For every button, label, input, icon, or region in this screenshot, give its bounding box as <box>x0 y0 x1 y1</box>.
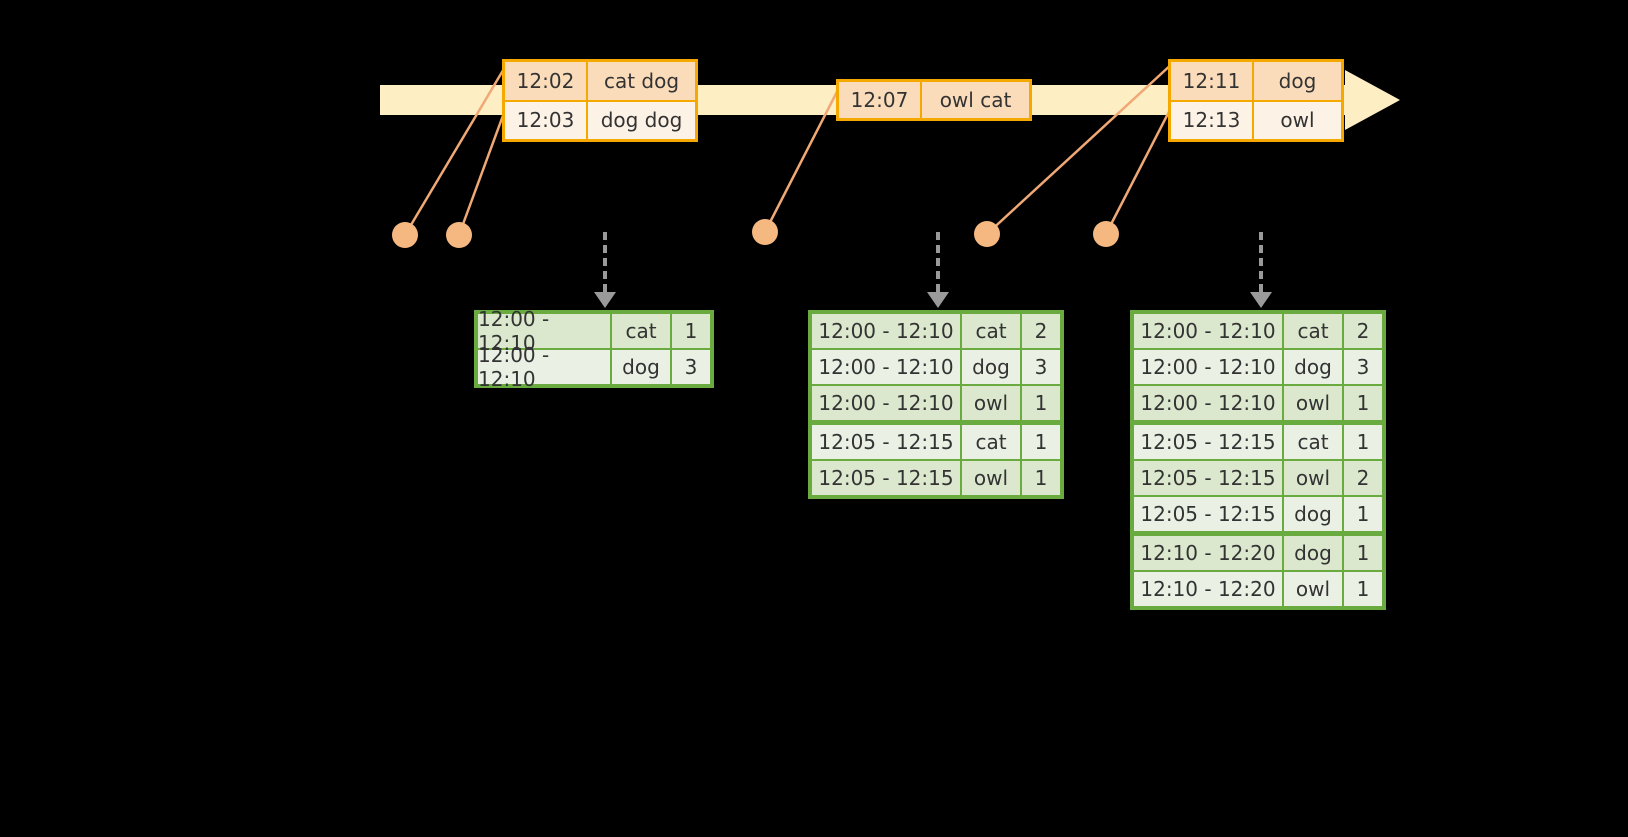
timeline-arrowhead-icon <box>1345 70 1400 130</box>
cell-count: 1 <box>672 314 710 348</box>
cell-word: dog <box>612 350 670 384</box>
cell-count: 3 <box>1344 350 1382 384</box>
cell-count: 1 <box>1344 572 1382 606</box>
flow-arrow-shaft <box>603 232 607 292</box>
event-timestamp: 12:07 <box>839 82 922 118</box>
flow-arrow-2 <box>927 232 949 308</box>
cell-count: 1 <box>1344 425 1382 459</box>
event-timestamp: 12:03 <box>505 101 588 139</box>
cell-count: 3 <box>1022 350 1060 384</box>
cell-word: owl <box>1284 461 1342 495</box>
cell-word: cat <box>612 314 670 348</box>
cell-count: 1 <box>1022 461 1060 495</box>
connector-dot-1213[interactable] <box>1093 221 1119 247</box>
flow-arrow-shaft <box>936 232 940 292</box>
cell-count: 2 <box>1022 314 1060 348</box>
connector-dot-1207[interactable] <box>752 219 778 245</box>
event-words: dog dog <box>588 101 695 139</box>
event-words: owl cat <box>922 82 1029 118</box>
cell-word: owl <box>962 386 1020 420</box>
cell-word: owl <box>1284 572 1342 606</box>
cell-word: owl <box>962 461 1020 495</box>
flow-arrow-head-icon <box>594 292 616 308</box>
flow-arrow-head-icon <box>927 292 949 308</box>
cell-count: 1 <box>1344 386 1382 420</box>
cell-count: 1 <box>1022 425 1060 459</box>
cell-count: 2 <box>1344 314 1382 348</box>
cell-word: cat <box>1284 425 1342 459</box>
cell-word: cat <box>1284 314 1342 348</box>
event-timestamp: 12:13 <box>1171 101 1254 139</box>
cell-window: 12:00 - 12:10 <box>1134 350 1282 384</box>
cell-window: 12:00 - 12:10 <box>812 350 960 384</box>
flow-arrow-shaft <box>1259 232 1263 292</box>
cell-window: 12:00 - 12:10 <box>1134 386 1282 420</box>
cell-count: 3 <box>672 350 710 384</box>
event-words: dog <box>1254 62 1341 100</box>
cell-window: 12:00 - 12:10 <box>1134 314 1282 348</box>
cell-count: 2 <box>1344 461 1382 495</box>
flow-arrow-head-icon <box>1250 292 1272 308</box>
cell-count: 1 <box>1344 536 1382 570</box>
cell-window: 12:00 - 12:10 <box>478 307 610 355</box>
cell-word: dog <box>1284 497 1342 531</box>
flow-arrow-3 <box>1250 232 1272 308</box>
cell-word: cat <box>962 314 1020 348</box>
connector-dot-1211[interactable] <box>974 221 1000 247</box>
cell-window: 12:05 - 12:15 <box>1134 461 1282 495</box>
cell-window: 12:00 - 12:10 <box>478 343 610 391</box>
cell-window: 12:05 - 12:15 <box>1134 425 1282 459</box>
connector-line <box>457 101 510 236</box>
event-timestamp: 12:11 <box>1171 62 1254 100</box>
event-words: owl <box>1254 101 1341 139</box>
cell-window: 12:05 - 12:15 <box>1134 497 1282 531</box>
cell-window: 12:05 - 12:15 <box>812 461 960 495</box>
event-timestamp: 12:02 <box>505 62 588 100</box>
cell-count: 1 <box>1344 497 1382 531</box>
connector-line <box>1104 101 1176 235</box>
cell-count: 1 <box>1022 386 1060 420</box>
cell-word: dog <box>962 350 1020 384</box>
cell-window: 12:10 - 12:20 <box>1134 536 1282 570</box>
cell-window: 12:10 - 12:20 <box>1134 572 1282 606</box>
cell-window: 12:00 - 12:10 <box>812 386 960 420</box>
event-words: cat dog <box>588 62 695 100</box>
cell-window: 12:00 - 12:10 <box>812 314 960 348</box>
cell-word: dog <box>1284 536 1342 570</box>
cell-word: dog <box>1284 350 1342 384</box>
cell-word: cat <box>962 425 1020 459</box>
connector-dot-1202[interactable] <box>392 222 418 248</box>
cell-word: owl <box>1284 386 1342 420</box>
flow-arrow-1 <box>594 232 616 308</box>
cell-window: 12:05 - 12:15 <box>812 425 960 459</box>
connector-dot-1203[interactable] <box>446 222 472 248</box>
